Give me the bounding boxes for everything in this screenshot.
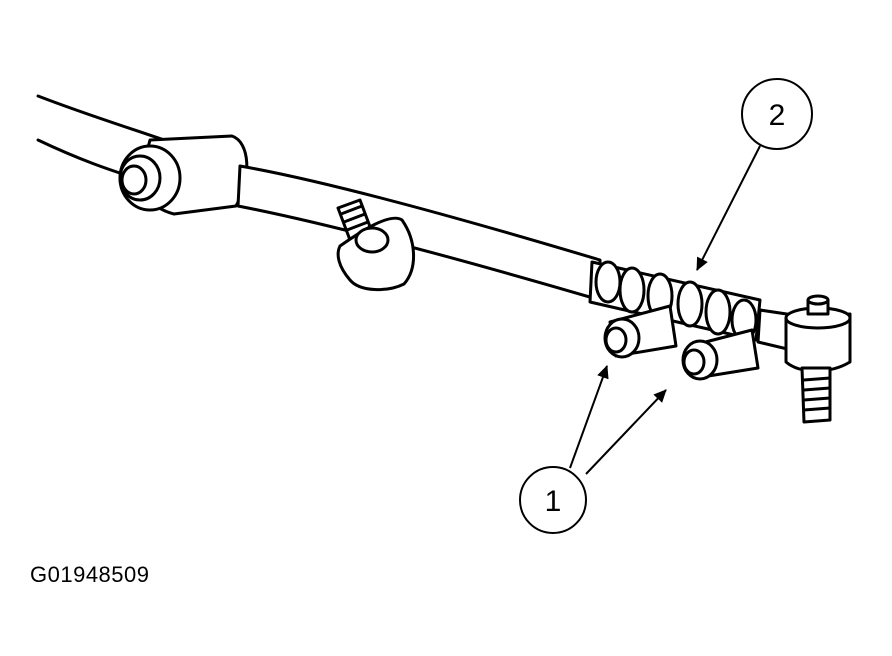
inner-tie-rod [236,164,602,302]
callout-2: 2 [696,78,813,271]
callout-1-label: 1 [545,485,562,518]
figure-id: G01948509 [30,562,150,587]
adjusting-sleeve-clamp-bolts [603,304,760,381]
outer-tie-rod-end [756,294,852,424]
callout-2-label: 2 [769,99,786,132]
inner-stud-nut [336,198,416,291]
callout-1: 1 [519,365,667,534]
inner-socket [118,134,249,216]
